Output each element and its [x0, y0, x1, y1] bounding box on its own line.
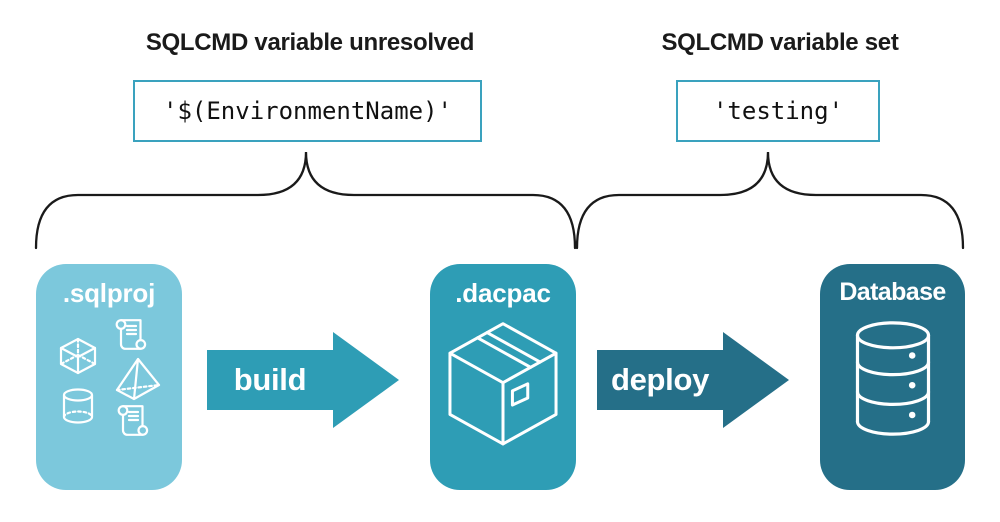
code-box-environment-variable: '$(EnvironmentName)' [133, 80, 482, 142]
code-box-testing-value: 'testing' [676, 80, 880, 142]
node-dacpac: .dacpac [430, 264, 576, 490]
node-database-label: Database [839, 278, 946, 306]
build-arrow [207, 332, 399, 428]
build-arrow-label: build [233, 362, 307, 397]
build-arrow-shape [207, 332, 399, 428]
left-curly-brace-icon [34, 151, 577, 250]
database-icon [845, 319, 941, 438]
node-dacpac-label: .dacpac [455, 278, 551, 308]
right-curly-brace-icon [575, 151, 965, 250]
cylinder-icon [64, 390, 92, 423]
deploy-arrow-shape [597, 332, 789, 428]
node-sqlproj: .sqlproj [36, 264, 182, 490]
node-sqlproj-label: .sqlproj [62, 278, 156, 308]
deploy-arrow-label: deploy [610, 362, 710, 397]
cube-icon [61, 339, 95, 373]
sql-objects-icon [49, 315, 169, 447]
code-text-environment-variable: '$(EnvironmentName)' [163, 97, 452, 125]
callout-heading-unresolved: SQLCMD variable unresolved [145, 29, 475, 56]
pyramid-icon [117, 359, 159, 399]
scroll-icon [119, 406, 147, 435]
package-icon [444, 319, 562, 451]
deploy-arrow [597, 332, 789, 428]
callout-heading-set: SQLCMD variable set [661, 29, 899, 56]
node-database: Database [820, 264, 965, 490]
scroll-icon [117, 320, 145, 349]
code-text-testing-value: 'testing' [712, 97, 844, 125]
